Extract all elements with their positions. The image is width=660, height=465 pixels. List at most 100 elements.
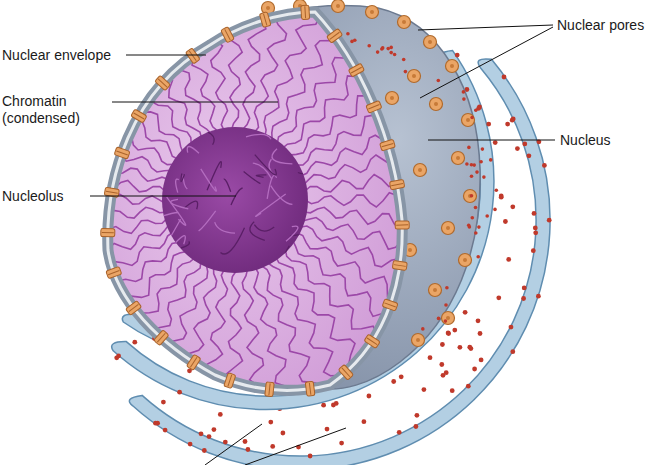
pore-channel (269, 383, 270, 395)
nucleolus-fiber (256, 194, 286, 216)
ribosome (445, 286, 449, 290)
pore-center (433, 288, 437, 292)
pore-center (446, 226, 450, 230)
ribosome (521, 296, 526, 301)
chromatin-fiber (0, 121, 168, 181)
pore-complex (114, 147, 130, 159)
pore-complex (259, 12, 271, 28)
nuclear-pore (301, 5, 310, 19)
ribosome (116, 354, 121, 359)
chromatin-fiber (0, 207, 166, 244)
leader-lines (90, 25, 555, 465)
ribosome (437, 79, 441, 83)
ribosome (476, 318, 481, 323)
nucleolus-fiber (184, 107, 192, 136)
pore-channel (116, 151, 127, 155)
nuclear-pore (392, 261, 407, 271)
nucleolus-fiber (207, 162, 221, 191)
chromatin-fiber (128, 264, 208, 448)
pore-center (390, 96, 394, 100)
pore-complex (106, 266, 122, 278)
nuclear-pore (366, 6, 379, 19)
nucleolus-fiber (250, 222, 265, 241)
ribosome (246, 447, 251, 452)
ribosome (268, 420, 273, 425)
nuclear-pore (101, 229, 115, 237)
ribosome (547, 218, 552, 223)
nucleolus-fiber (296, 129, 314, 155)
ribosome (163, 428, 168, 433)
ribosome (522, 142, 527, 147)
pore-complex (364, 334, 380, 348)
nucleolus-fiber (271, 186, 293, 205)
ribosome (505, 122, 510, 127)
pore-complex (338, 364, 353, 380)
chromatin-fiber (188, 0, 228, 131)
ribosome (446, 331, 451, 336)
ribosome (281, 431, 286, 436)
ribosome (489, 158, 493, 162)
pore-channel (368, 105, 379, 110)
ribosome (510, 118, 515, 123)
pore-channel (396, 224, 408, 225)
nucleolus-fiber (297, 244, 310, 255)
ribosome (533, 226, 538, 231)
nucleolus-fiber (176, 179, 179, 193)
nuclear-pore (429, 284, 442, 297)
ribosome (325, 427, 330, 432)
ribosome (393, 53, 397, 57)
ribosome (474, 108, 478, 112)
pore-center (336, 4, 340, 8)
ribosome (481, 147, 485, 151)
nuclear-pore (382, 299, 398, 311)
nuclear-pore (348, 63, 364, 77)
pore-channel (228, 375, 232, 386)
pore-center (450, 64, 454, 68)
pore-complex (265, 382, 274, 397)
ribosome (533, 230, 538, 235)
ribosome (542, 163, 547, 168)
pore-complex (395, 221, 409, 229)
nucleolus-fiber (254, 225, 274, 231)
chromatin-fiber (44, 251, 188, 389)
pore-channel (225, 29, 231, 40)
pore-complex (392, 261, 407, 271)
nuclear-pore (114, 147, 130, 159)
ribosome (188, 442, 193, 447)
ribosome (437, 317, 441, 321)
pore-channel (342, 368, 350, 377)
nuclear-pore (395, 221, 409, 229)
nucleolus-fiber (169, 236, 185, 251)
nucleolus-fiber (187, 146, 199, 153)
ribosome (346, 32, 350, 36)
ribosome (308, 454, 313, 459)
part-label: Nuclear envelope (2, 47, 111, 64)
nucleolus-fiber (282, 246, 290, 264)
ribosome (472, 163, 476, 167)
ribosome (470, 175, 474, 179)
ribosome (202, 448, 207, 453)
ribosome (161, 400, 166, 405)
nuclear-pore (459, 254, 472, 267)
nuclear-pore (126, 301, 142, 316)
nuclear-pore (408, 70, 421, 83)
ribosome (381, 46, 385, 50)
chromatin-fiber (242, 269, 281, 462)
ribosome (479, 358, 484, 363)
pore-channel (190, 357, 197, 367)
ribosome (510, 204, 515, 209)
ribosome (527, 153, 532, 158)
ribosome (476, 255, 480, 259)
pore-complex (131, 109, 147, 123)
ribosome (467, 146, 471, 150)
nuclear-pore (154, 330, 169, 346)
pore-center (266, 6, 270, 10)
chromatin-fibers (0, 0, 500, 465)
pore-complex (187, 354, 201, 370)
nuclear-pore (430, 98, 443, 111)
nuclear-pore (131, 109, 147, 123)
nucleolus-texture (143, 107, 314, 289)
nuclear-pore (366, 100, 382, 113)
pore-channel (189, 51, 196, 61)
